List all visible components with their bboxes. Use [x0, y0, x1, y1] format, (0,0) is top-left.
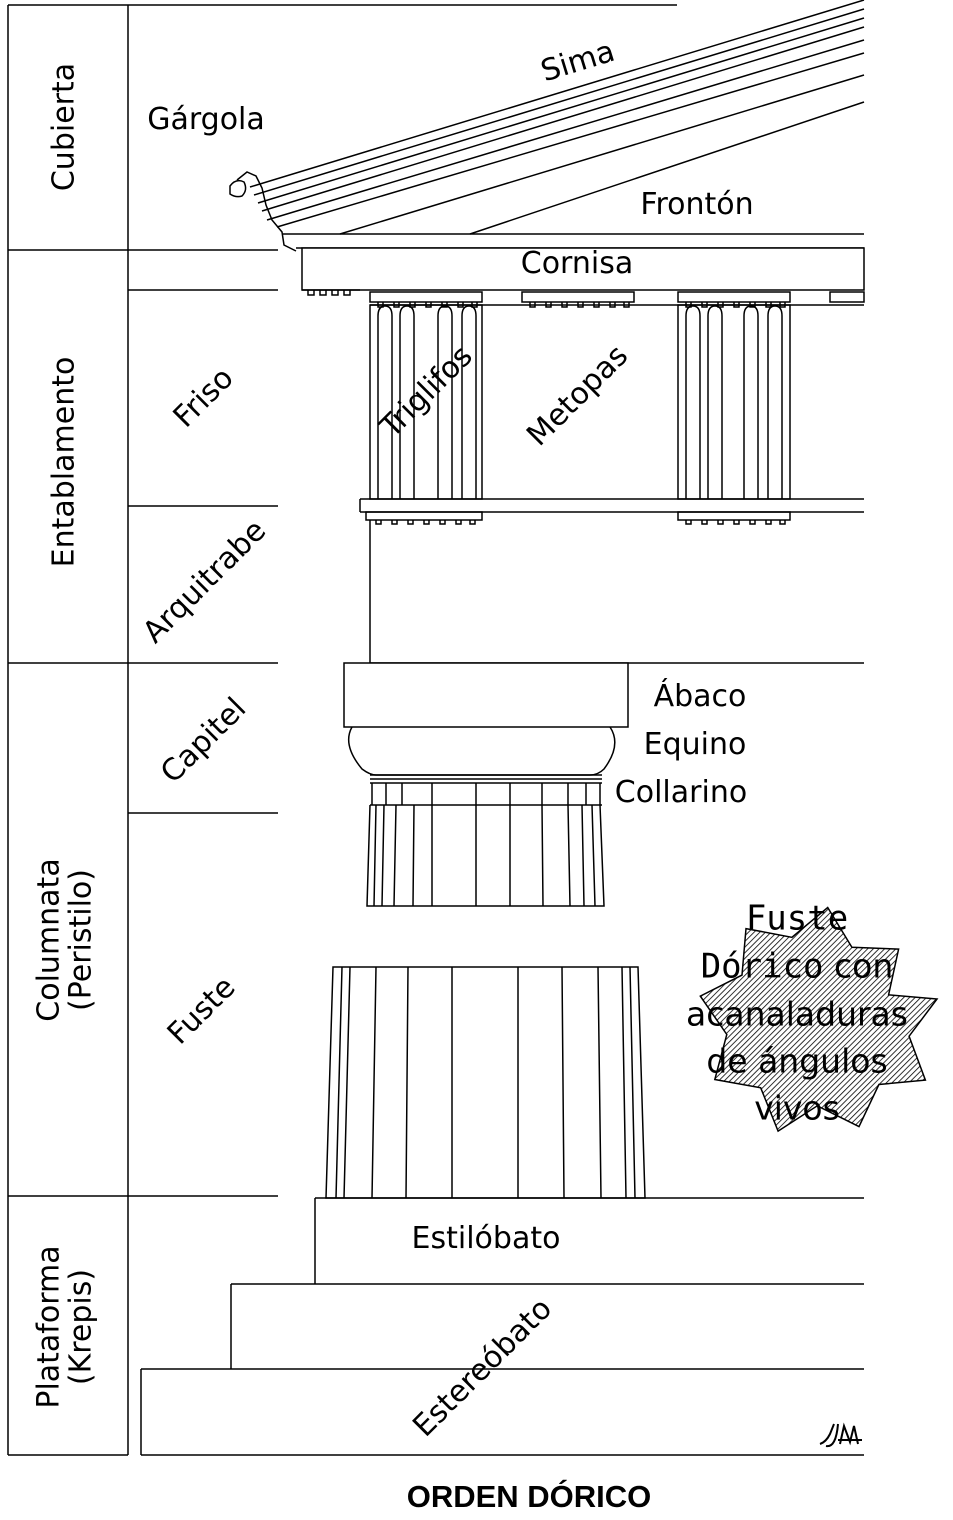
- section-label-plataforma: Plataforma (Krepis): [31, 1245, 99, 1409]
- diagram-title: ORDEN DÓRICO: [406, 1479, 652, 1514]
- badge-line2b: con: [823, 946, 894, 986]
- label-equino: Equino: [643, 727, 747, 762]
- columnata-line2: (Peristilo): [63, 869, 98, 1011]
- frieze: [359, 304, 864, 525]
- label-gargola: Gárgola: [147, 102, 265, 137]
- cornice: [301, 247, 865, 308]
- columnata-line1: Columnata: [31, 858, 67, 1022]
- section-label-cubierta: Cubierta: [46, 62, 82, 192]
- badge-line4: de ángulos: [706, 1041, 888, 1081]
- label-fronton: Frontón: [640, 187, 754, 222]
- plataforma-line1: Plataforma: [31, 1245, 67, 1409]
- label-abaco: Ábaco: [653, 679, 747, 714]
- badge-starburst: [699, 906, 939, 1133]
- architrave: [369, 520, 864, 664]
- pediment: [229, 0, 865, 252]
- lower-shaft: [325, 966, 646, 1199]
- platform: [140, 1197, 864, 1456]
- plataforma-line2: (Krepis): [63, 1268, 98, 1386]
- label-estilobato: Estilóbato: [411, 1221, 561, 1256]
- section-label-entablamento: Entablamento: [46, 356, 82, 568]
- label-collarino: Collarino: [614, 775, 748, 810]
- badge-line5: vivos: [754, 1088, 840, 1128]
- capital: [343, 662, 629, 806]
- label-table: [7, 4, 677, 1456]
- badge-line3: acanaladuras: [686, 994, 908, 1034]
- badge-text: Fuste Dórico con acanaladuras de ángulos…: [686, 895, 908, 1132]
- badge-line1: Fuste: [745, 898, 849, 939]
- badge-line2a: Dórico: [700, 946, 824, 987]
- upper-shaft: [366, 804, 605, 907]
- label-cornisa: Cornisa: [520, 246, 634, 281]
- signature-mark: [819, 1422, 862, 1448]
- section-label-columnata: Columnata (Peristilo): [31, 858, 99, 1022]
